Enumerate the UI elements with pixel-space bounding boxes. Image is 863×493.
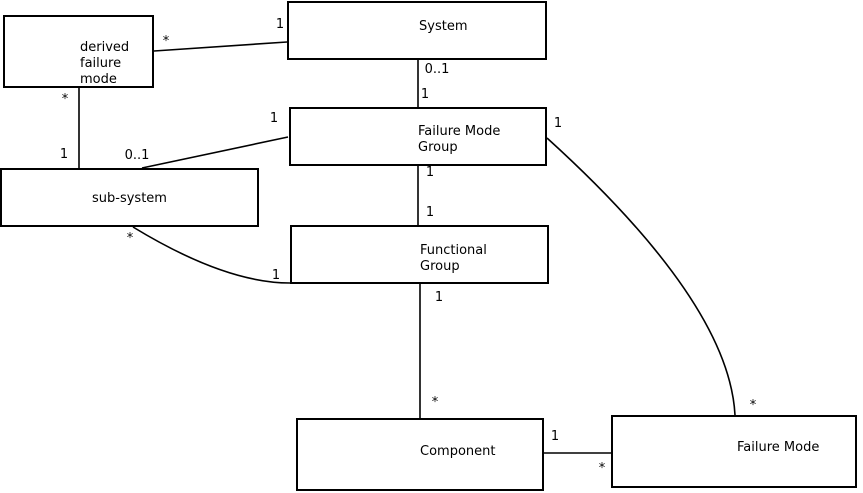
- multiplicity-label-failure-mode-group--functional-group-1: 1: [425, 205, 435, 220]
- multiplicity-label-system--failure-mode-group-0: 0..1: [424, 62, 450, 77]
- node-functional-group: [290, 225, 549, 284]
- node-label-failure-mode: Failure Mode: [737, 440, 820, 455]
- edge-failure-mode-group--failure-mode: [546, 137, 736, 416]
- node-label-system: System: [419, 19, 468, 34]
- multiplicity-label-functional-group--component-0: 1: [434, 290, 444, 305]
- node-system: [287, 1, 547, 60]
- node-sub-system: [0, 168, 259, 227]
- node-label-derived-failure-mode: derived failure mode: [80, 40, 130, 87]
- edge-sub-system--functional-group: [132, 226, 291, 284]
- multiplicity-label-failure-mode-group--failure-mode-0: 1: [553, 116, 563, 131]
- multiplicity-label-derived-failure-mode--sub-system-0: *: [61, 92, 69, 107]
- multiplicity-label-functional-group--component-1: *: [431, 395, 439, 410]
- multiplicity-label-failure-mode-group--sub-system-0: 1: [269, 111, 279, 126]
- multiplicity-label-system--failure-mode-group-1: 1: [420, 87, 430, 102]
- node-label-sub-system: sub-system: [92, 191, 167, 206]
- multiplicity-label-component--failure-mode-1: *: [598, 461, 606, 476]
- multiplicity-label-derived-failure-mode--system-0: *: [162, 34, 170, 49]
- multiplicity-label-derived-failure-mode--system-1: 1: [275, 17, 285, 32]
- node-label-functional-group: Functional Group: [420, 243, 487, 274]
- multiplicity-label-failure-mode-group--failure-mode-1: *: [749, 398, 757, 413]
- edge-failure-mode-group--sub-system: [141, 136, 289, 169]
- node-derived-failure-mode: [3, 15, 154, 88]
- multiplicity-label-failure-mode-group--functional-group-0: 1: [425, 165, 435, 180]
- multiplicity-label-sub-system--functional-group-1: 1: [271, 268, 281, 283]
- node-label-component: Component: [420, 444, 496, 459]
- multiplicity-label-sub-system--functional-group-0: *: [126, 231, 134, 246]
- node-component: [296, 418, 544, 491]
- node-label-failure-mode-group: Failure Mode Group: [418, 124, 501, 155]
- multiplicity-label-component--failure-mode-0: 1: [550, 429, 560, 444]
- multiplicity-label-derived-failure-mode--sub-system-1: 1: [59, 147, 69, 162]
- multiplicity-label-failure-mode-group--sub-system-1: 0..1: [124, 148, 150, 163]
- node-failure-mode: [611, 415, 857, 488]
- node-failure-mode-group: [289, 107, 547, 166]
- edge-derived-failure-mode--system: [153, 41, 288, 52]
